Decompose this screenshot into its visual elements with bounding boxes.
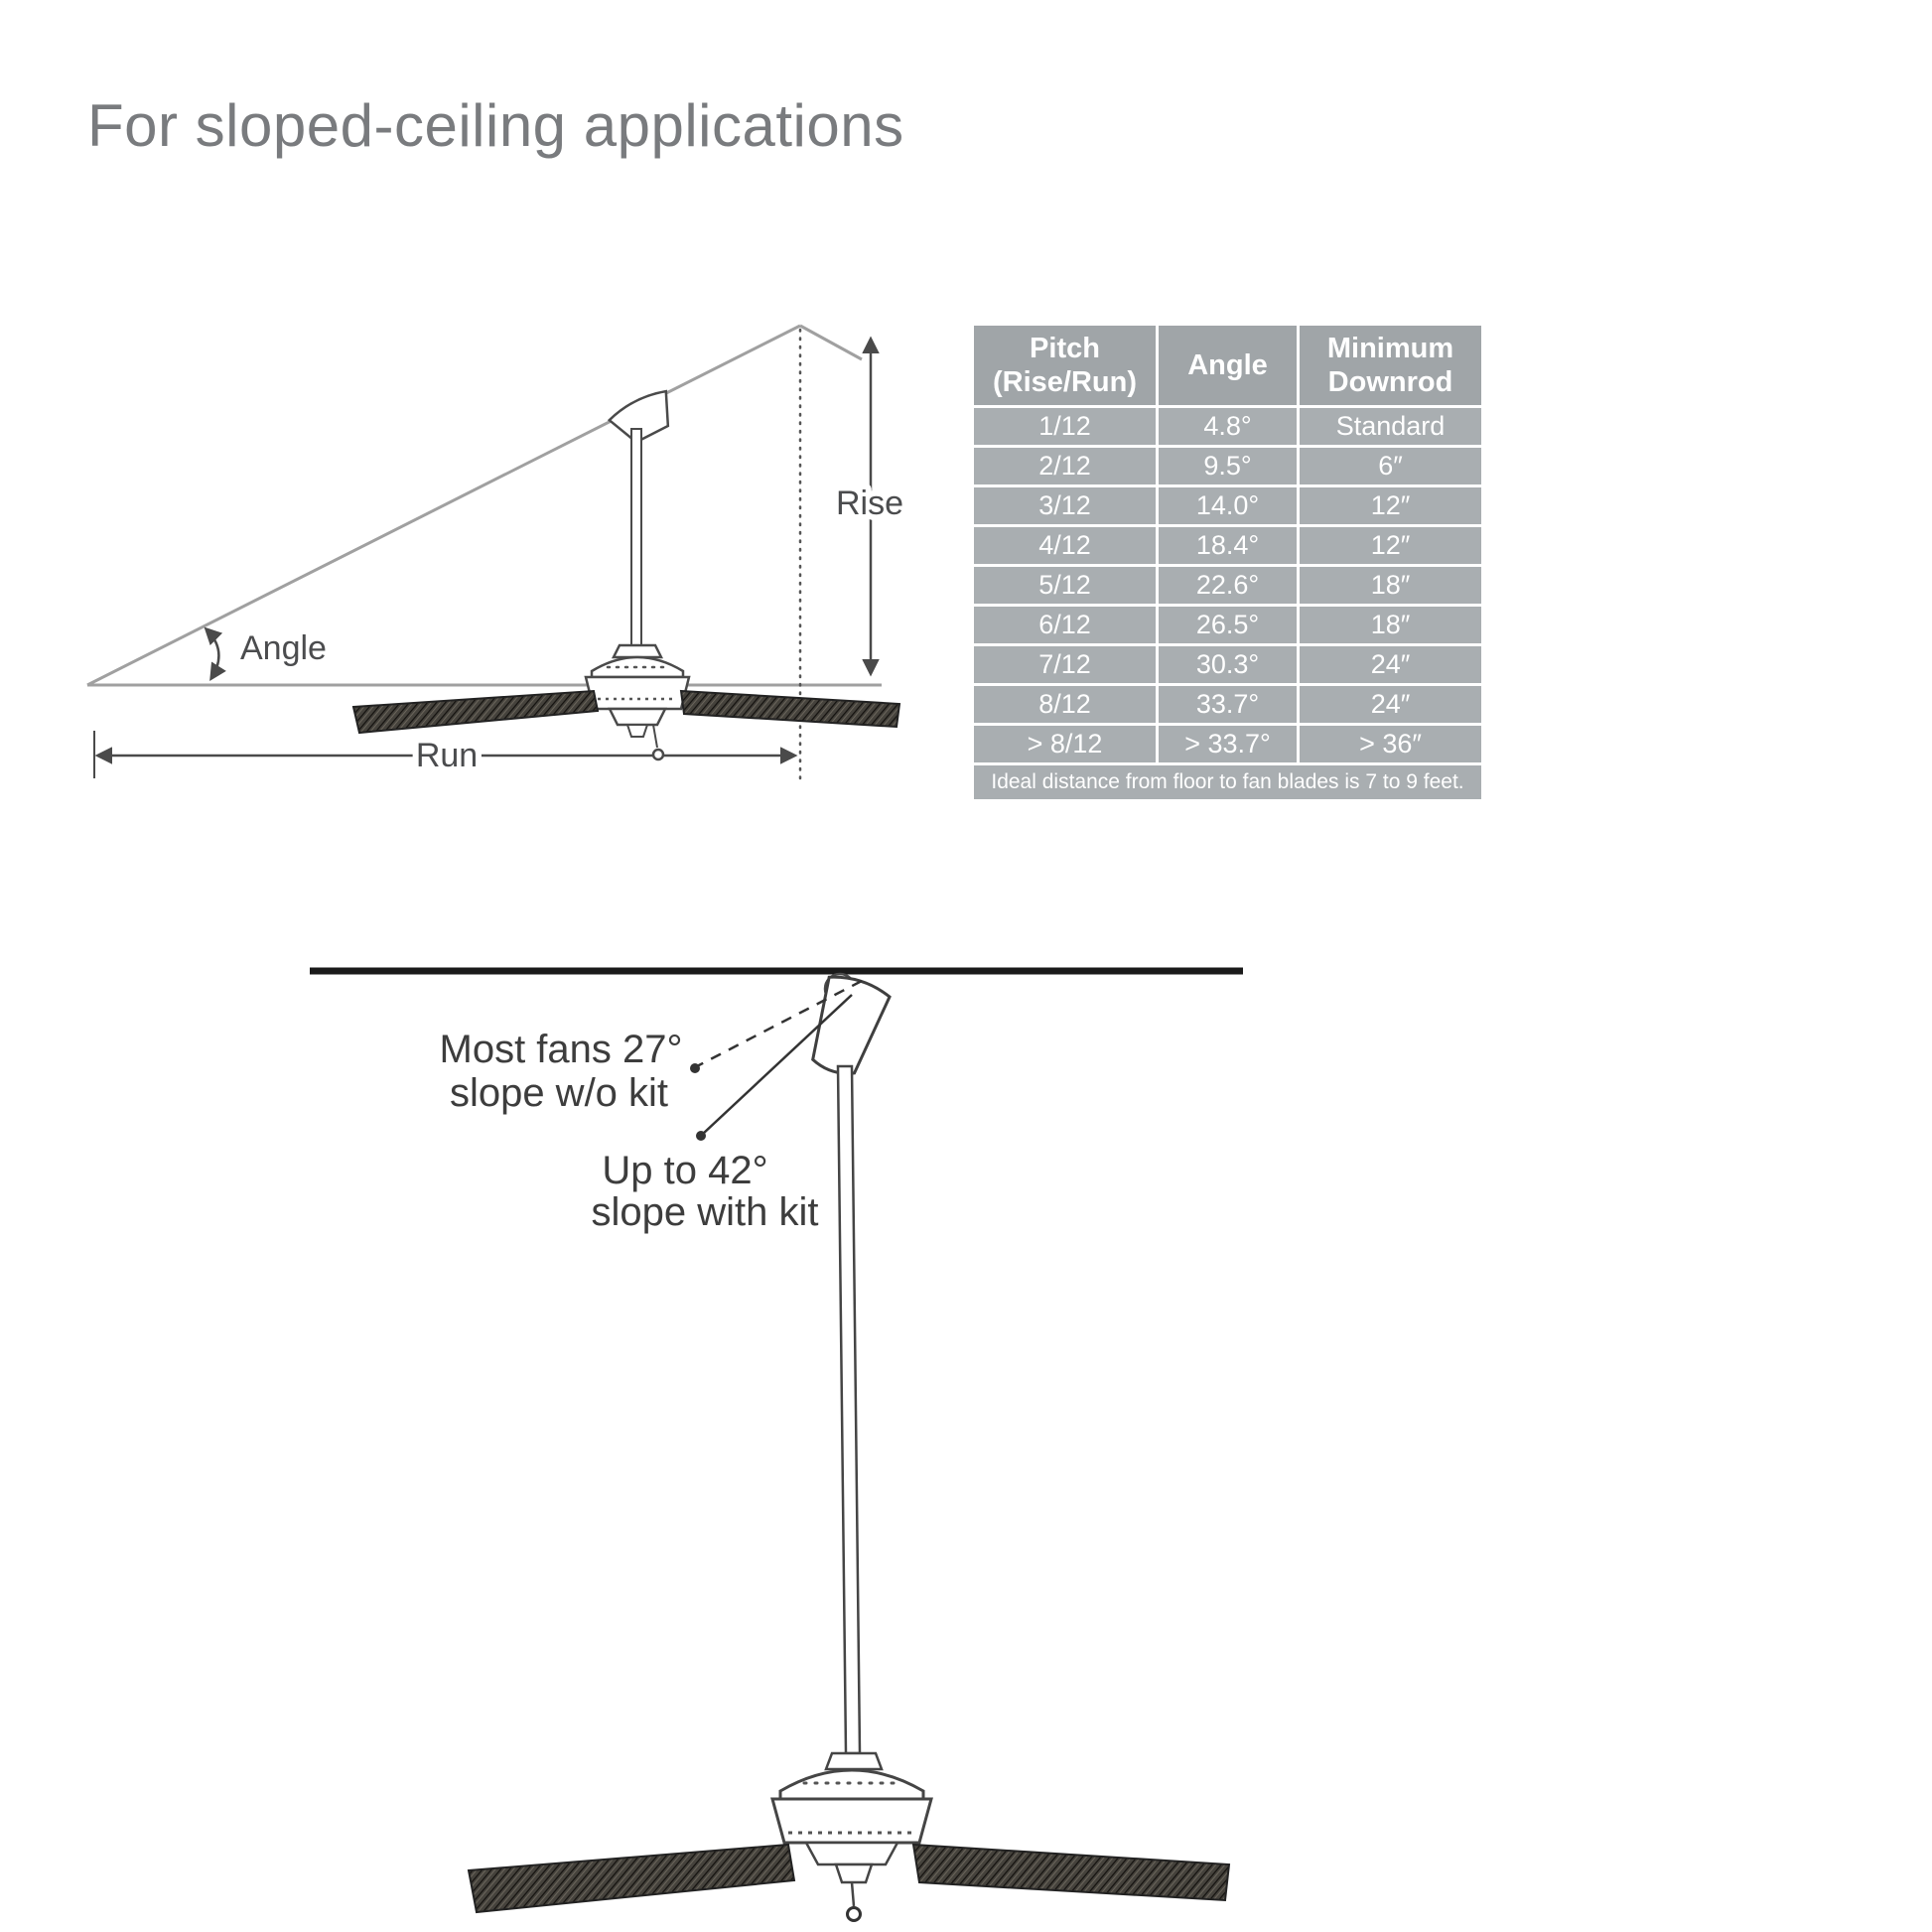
downrod-table: Pitch (Rise/Run) Angle Minimum Downrod 1… — [971, 322, 1484, 803]
fan-canopy — [607, 389, 670, 444]
fan-blade-left-bottom — [467, 1843, 796, 1914]
cell-downrod: 12″ — [1297, 524, 1484, 568]
header-cell-angle: Angle — [1156, 322, 1300, 409]
pull-chain-bottom — [846, 1881, 862, 1922]
table-row: 8/12 33.7° 24″ — [971, 683, 1484, 727]
angle-arc-arrow — [204, 626, 226, 681]
cell-downrod: 18″ — [1297, 604, 1484, 647]
slope-line — [86, 324, 801, 687]
cell-angle: 26.5° — [1156, 604, 1300, 647]
cell-angle: 4.8° — [1156, 405, 1300, 449]
bottom-diagram: Most fans 27° slope w/o kit Up to 42° sl… — [310, 967, 1243, 1922]
cell-downrod: 24″ — [1297, 683, 1484, 727]
header-cell-downrod: Minimum Downrod — [1297, 322, 1484, 409]
cell-pitch: 4/12 — [971, 524, 1159, 568]
fan-blade-left — [351, 689, 600, 735]
ceiling-fan-illustration-bottom — [467, 1064, 1231, 1922]
ridge-line — [799, 324, 863, 361]
cell-downrod: 6″ — [1297, 445, 1484, 488]
table-row: 3/12 14.0° 12″ — [971, 484, 1484, 528]
fan-canopy-bottom — [811, 975, 892, 1075]
pull-chain — [651, 724, 665, 761]
fan-lower-housing-bottom — [803, 1841, 900, 1884]
slope-42-pointer-dot — [696, 1131, 706, 1141]
with-kit-label-line2: slope with kit — [592, 1190, 819, 1234]
cell-downrod: 12″ — [1297, 484, 1484, 528]
cell-angle: 22.6° — [1156, 564, 1300, 608]
fan-downrod — [630, 428, 642, 650]
run-label: Run — [416, 737, 478, 774]
fan-lower-housing — [607, 707, 668, 738]
cell-pitch: 6/12 — [971, 604, 1159, 647]
fan-downrod-bottom — [836, 1064, 862, 1755]
ceiling-fan-illustration-top — [351, 389, 901, 761]
cell-angle: 30.3° — [1156, 643, 1300, 687]
fan-blade-right — [679, 689, 901, 729]
table-row: 5/12 22.6° 18″ — [971, 564, 1484, 608]
top-diagram: Rise Run Angle — [86, 324, 909, 784]
table-footer-note: Ideal distance from floor to fan blades … — [971, 762, 1484, 803]
cell-pitch: 2/12 — [971, 445, 1159, 488]
header-cell-pitch: Pitch (Rise/Run) — [971, 322, 1159, 409]
cell-angle: 33.7° — [1156, 683, 1300, 727]
table-row: 6/12 26.5° 18″ — [971, 604, 1484, 647]
slope-27-pointer-dot — [690, 1063, 700, 1073]
cell-angle: 18.4° — [1156, 524, 1300, 568]
no-kit-label-line1: Most fans 27° — [440, 1028, 683, 1071]
slope-42-line — [702, 994, 853, 1135]
fan-motor-housing — [584, 643, 691, 711]
cell-pitch: > 8/12 — [971, 723, 1159, 766]
cell-angle: 14.0° — [1156, 484, 1300, 528]
cell-downrod: > 36″ — [1297, 723, 1484, 766]
table-row: 7/12 30.3° 24″ — [971, 643, 1484, 687]
no-kit-label-line2: slope w/o kit — [450, 1071, 668, 1115]
cell-pitch: 3/12 — [971, 484, 1159, 528]
cell-pitch: 8/12 — [971, 683, 1159, 727]
angle-label: Angle — [240, 629, 327, 667]
cell-downrod: 18″ — [1297, 564, 1484, 608]
table-row: 2/12 9.5° 6″ — [971, 445, 1484, 488]
cell-angle: 9.5° — [1156, 445, 1300, 488]
cell-pitch: 1/12 — [971, 405, 1159, 449]
table-row: 1/12 4.8° Standard — [971, 405, 1484, 449]
cell-downrod: 24″ — [1297, 643, 1484, 687]
table-row: > 8/12 > 33.7° > 36″ — [971, 723, 1484, 766]
table-header-row: Pitch (Rise/Run) Angle Minimum Downrod — [971, 322, 1484, 409]
fan-blade-right-bottom — [911, 1843, 1231, 1902]
fan-motor-housing-bottom — [770, 1751, 933, 1845]
with-kit-label-line1: Up to 42° — [602, 1149, 767, 1192]
page-title: For sloped-ceiling applications — [87, 92, 904, 159]
cell-angle: > 33.7° — [1156, 723, 1300, 766]
cell-pitch: 7/12 — [971, 643, 1159, 687]
table-footer-row: Ideal distance from floor to fan blades … — [971, 762, 1484, 803]
rise-label: Rise — [836, 484, 903, 522]
table-row: 4/12 18.4° 12″ — [971, 524, 1484, 568]
cell-pitch: 5/12 — [971, 564, 1159, 608]
cell-downrod: Standard — [1297, 405, 1484, 449]
